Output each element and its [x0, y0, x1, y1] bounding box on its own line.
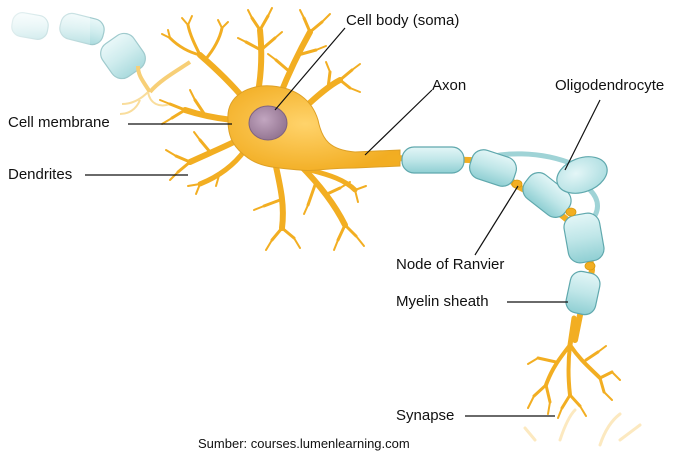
- label-oligodendrocyte: Oligodendrocyte: [555, 77, 665, 94]
- source-caption: Sumber: courses.lumenlearning.com: [198, 436, 410, 451]
- label-myelin-sheath: Myelin sheath: [396, 293, 489, 310]
- label-axon: Axon: [432, 77, 467, 94]
- myelin-sheaths: [401, 146, 605, 316]
- label-cell-membrane: Cell membrane: [8, 114, 110, 131]
- postsynaptic-dendrites: [523, 408, 642, 447]
- label-node-of-ranvier: Node of Ranvier: [396, 256, 505, 273]
- nodes-of-ranvier: [511, 179, 596, 271]
- label-synapse: Synapse: [396, 407, 455, 424]
- oligodendrocyte: [556, 156, 608, 194]
- label-cell-body: Cell body (soma): [346, 12, 460, 29]
- leader-lines: [85, 27, 601, 417]
- nucleus: [248, 105, 288, 141]
- label-dendrites: Dendrites: [8, 166, 73, 183]
- axon-terminals: [527, 315, 621, 419]
